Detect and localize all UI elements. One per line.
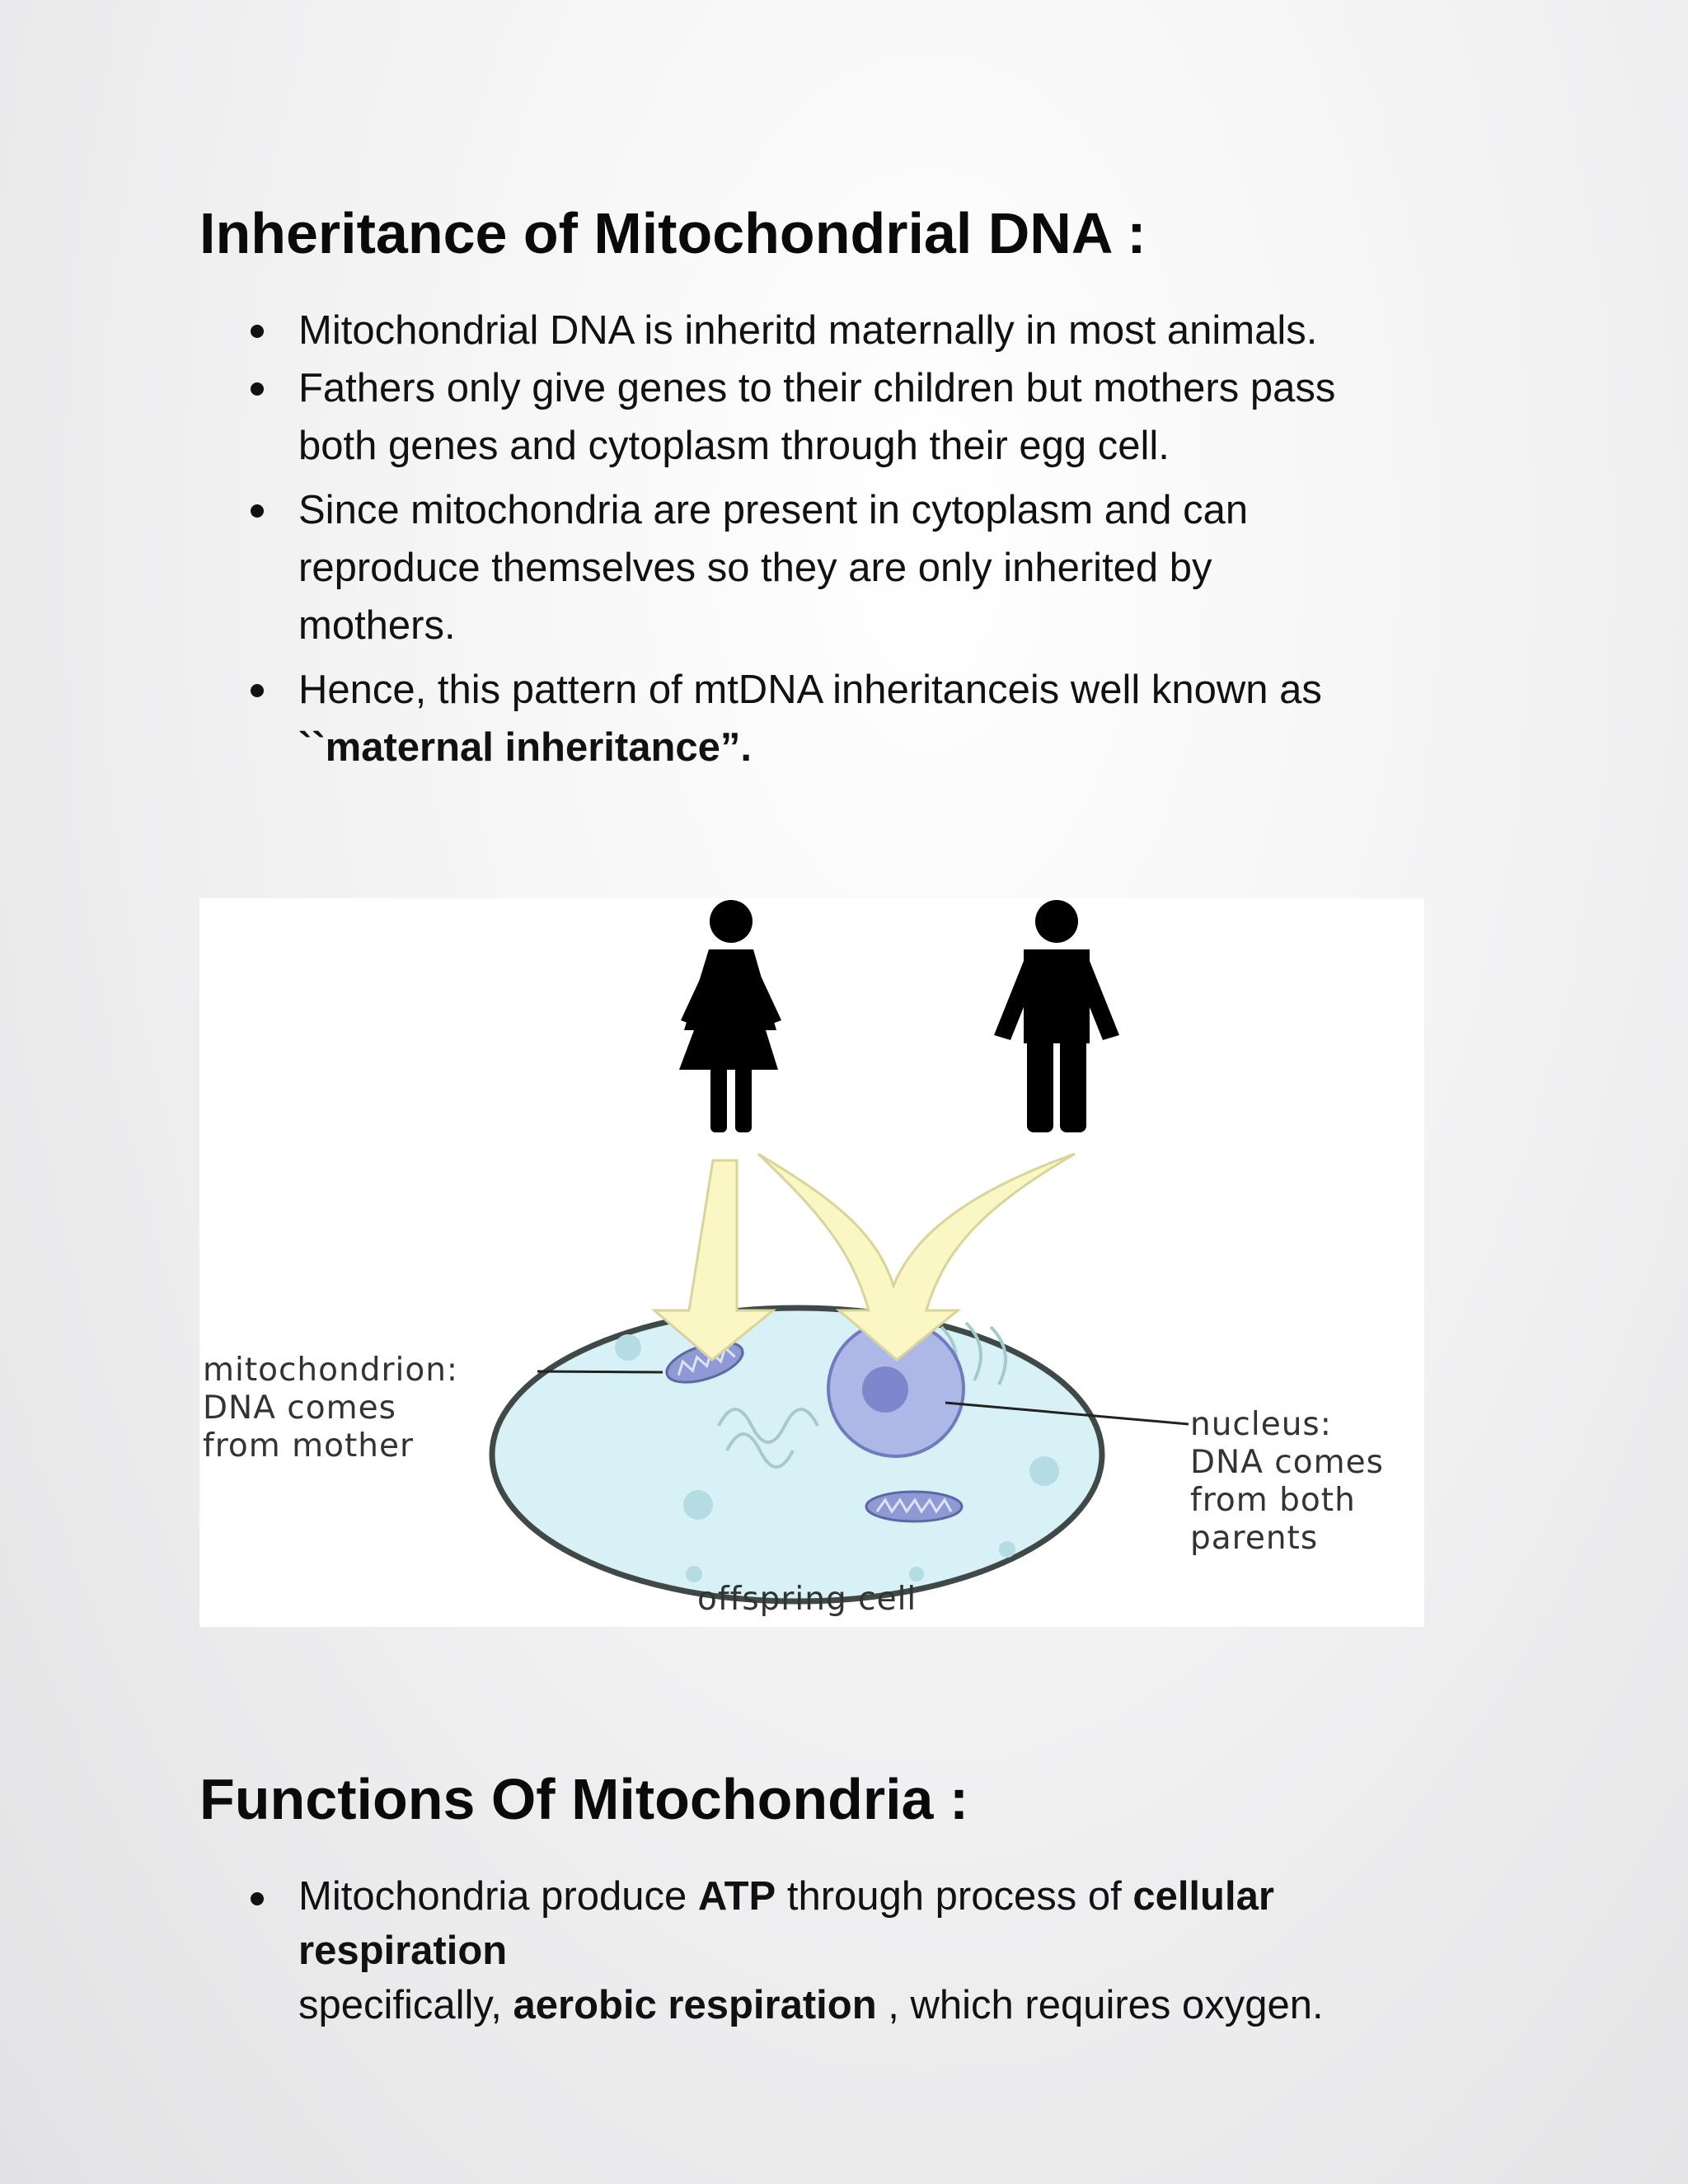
- list-item: Hence, this pattern of mtDNA inheritance…: [247, 661, 1451, 776]
- list-item: Fathers only give genes to their childre…: [247, 359, 1451, 475]
- nucleus-label: nucleus: DNA comes from both parents: [1190, 1406, 1384, 1557]
- functions-bullet-list: Mitochondria produce ATP through process…: [247, 1869, 1451, 2032]
- list-item: Mitochondrial DNA is inheritd maternally…: [247, 302, 1451, 359]
- mitochondrion-label: mitochondrion: DNA comes from mother: [203, 1352, 459, 1465]
- offspring-cell-label: offspring cell: [697, 1581, 917, 1618]
- inheritance-bullet-list: Mitochondrial DNA is inheritd maternally…: [247, 302, 1451, 776]
- male-figure-icon: [994, 900, 1119, 1132]
- section-title-inheritance: Inheritance of Mitochondrial DNA :: [199, 201, 1146, 265]
- inheritance-diagram: mitochondrion: DNA comes from mother nuc…: [199, 898, 1424, 1627]
- list-item: Since mitochondria are present in cytopl…: [247, 481, 1451, 654]
- female-figure-icon: [679, 900, 781, 1132]
- converging-arrow-icon: [757, 1152, 1076, 1361]
- maternal-arrow-icon: [650, 1159, 777, 1361]
- offspring-cell-icon: [489, 1305, 1105, 1605]
- diagram-graphic: [489, 900, 1189, 1605]
- mitochondrion-icon: [865, 1490, 964, 1523]
- section-title-functions: Functions Of Mitochondria :: [199, 1767, 969, 1831]
- list-item: Mitochondria produce ATP through process…: [247, 1869, 1451, 2032]
